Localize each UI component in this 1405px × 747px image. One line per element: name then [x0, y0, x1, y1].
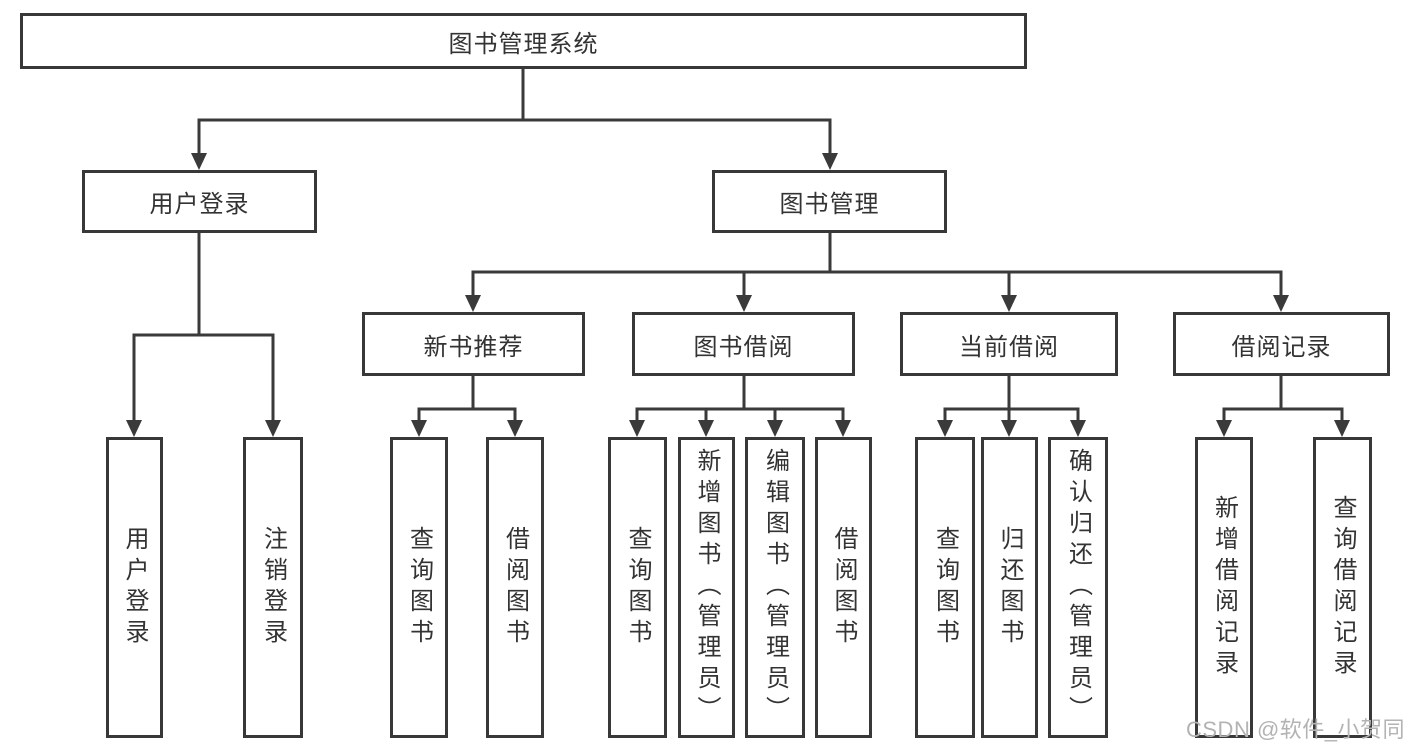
- leaf-bb-query-books: 查询图书: [608, 437, 667, 738]
- node-book-management: 图书管理: [712, 170, 947, 233]
- node-book-borrow: 图书借阅: [632, 312, 855, 376]
- leaf-bb-add-books-admin: 新增图书（管理员）: [678, 437, 735, 738]
- node-label: 借阅图书: [501, 525, 529, 650]
- node-label: 查询借阅记录: [1329, 494, 1356, 681]
- node-label: 借阅记录: [1231, 333, 1332, 361]
- node-label: 新增图书（管理员）: [693, 448, 720, 727]
- leaf-bb-borrow-books: 借阅图书: [815, 437, 872, 738]
- node-user-login: 用户登录: [82, 170, 317, 233]
- leaf-user-login: 用户登录: [106, 437, 163, 738]
- leaf-cb-query-books: 查询图书: [915, 437, 975, 738]
- node-library-system: 图书管理系统: [20, 13, 1027, 69]
- leaf-br-add-record: 新增借阅记录: [1195, 437, 1253, 738]
- watermark-text: CSDN @软件_小贺同学: [1186, 717, 1405, 742]
- leaf-nb-borrow-books: 借阅图书: [486, 437, 544, 738]
- node-label: 借阅图书: [830, 525, 857, 650]
- node-label: 新增借阅记录: [1210, 494, 1238, 681]
- leaf-cb-return-books: 归还图书: [981, 437, 1038, 738]
- leaf-nb-query-books: 查询图书: [390, 437, 448, 738]
- leaf-br-query-record: 查询借阅记录: [1313, 437, 1372, 738]
- node-label: 当前借阅: [959, 333, 1059, 361]
- node-label: 图书管理: [779, 191, 880, 218]
- node-label: 图书管理系统: [448, 30, 599, 58]
- node-borrow-records: 借阅记录: [1173, 312, 1390, 376]
- leaf-logout: 注销登录: [243, 437, 303, 738]
- node-label: 用户登录: [149, 191, 250, 218]
- leaf-cb-confirm-return-admin: 确认归还（管理员）: [1048, 437, 1108, 738]
- node-label: 用户登录: [121, 525, 148, 650]
- node-label: 注销登录: [259, 525, 287, 650]
- node-label: 查询图书: [624, 525, 651, 650]
- node-label: 归还图书: [996, 525, 1023, 650]
- node-label: 新书推荐: [423, 333, 524, 361]
- node-label: 确认归还（管理员）: [1064, 448, 1092, 727]
- node-new-book-recommend: 新书推荐: [362, 312, 585, 376]
- node-label: 查询图书: [405, 525, 433, 650]
- node-label: 编辑图书（管理员）: [761, 448, 789, 727]
- node-label: 图书借阅: [693, 333, 794, 361]
- node-current-borrow: 当前借阅: [900, 312, 1118, 376]
- leaf-bb-edit-books-admin: 编辑图书（管理员）: [745, 437, 805, 738]
- node-label: 查询图书: [931, 525, 959, 650]
